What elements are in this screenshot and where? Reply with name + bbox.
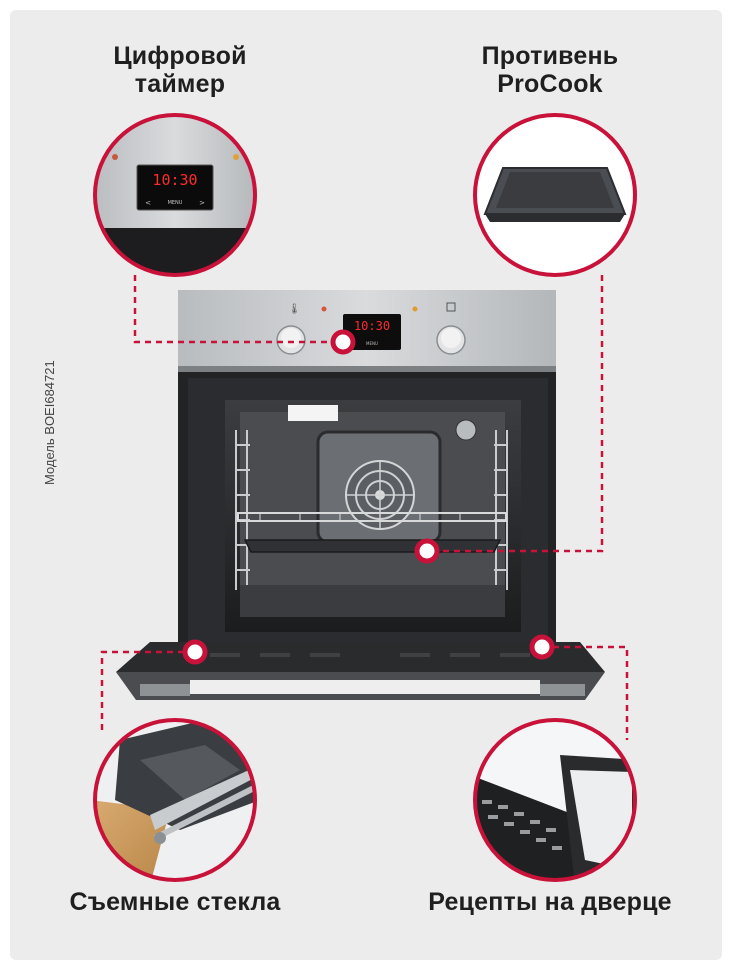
hotspot-recipes[interactable]: [529, 634, 555, 660]
indicator-light-orange: [412, 306, 418, 312]
convection-fan: [345, 460, 415, 530]
zoom-circle-glass: [93, 718, 257, 882]
zoom-timer-left: <: [145, 199, 151, 207]
mode-knob[interactable]: [436, 325, 466, 355]
oven-sticker: [288, 405, 338, 421]
label-digital-timer: Цифровой таймер: [113, 42, 247, 98]
zoom-circle-timer: 10:30 MENU < >: [93, 113, 257, 277]
oven-door[interactable]: [116, 642, 605, 700]
zoom-circle-tray: [473, 113, 637, 277]
recipe-text-marks: [482, 800, 562, 850]
wire-shelf: [237, 512, 507, 522]
label-door-recipes: Рецепты на дверце: [428, 888, 672, 916]
thermometer-icon: 🌡: [288, 303, 301, 315]
hotspot-glass[interactable]: [182, 639, 208, 665]
label-procook-tray: Противень ProCook: [481, 42, 619, 98]
zoom-timer-right: >: [199, 199, 205, 207]
connector-lines: [100, 275, 629, 740]
zoom-timer-menu: MENU: [168, 200, 183, 206]
timer-display-time: 10:30: [354, 319, 390, 333]
zoom-circle-recipes: [473, 718, 637, 882]
hotspot-tray[interactable]: [414, 538, 440, 564]
mode-icon: [446, 302, 456, 312]
oven-lamp: [455, 419, 477, 441]
indicator-light-red: [321, 306, 327, 312]
hotspot-timer[interactable]: [330, 329, 356, 355]
temperature-knob[interactable]: [276, 325, 306, 355]
side-racks: [235, 430, 508, 590]
baking-tray-in-oven: [243, 539, 502, 553]
label-removable-glass: Съемные стекла: [69, 888, 281, 916]
timer-display[interactable]: 10:30 MENU: [343, 314, 401, 350]
oven-body: 🌡 10:30 MENU: [116, 290, 605, 700]
timer-display-menu: MENU: [366, 341, 378, 346]
zoom-timer-time: 10:30: [152, 171, 197, 189]
